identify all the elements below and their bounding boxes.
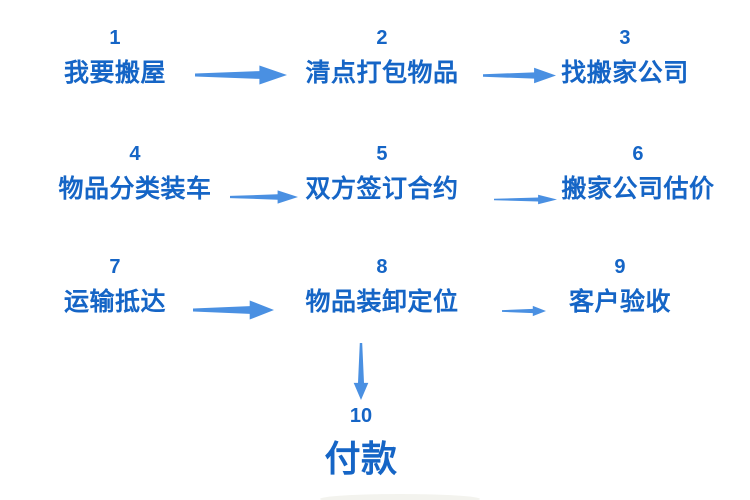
step-8-number: 8 bbox=[376, 256, 388, 278]
step-2-label: 清点打包物品 bbox=[305, 59, 459, 87]
step-8: 8 物品装卸定位 bbox=[305, 255, 458, 317]
step-9: 9 客户验收 bbox=[569, 255, 671, 317]
step-7-label: 运输抵达 bbox=[63, 288, 167, 316]
step-5: 5 双方签订合约 bbox=[305, 142, 458, 204]
step-6: 6 搬家公司估价 bbox=[561, 142, 714, 204]
arrow-step4-to-step5-icon bbox=[230, 190, 298, 204]
step-9-label: 客户验收 bbox=[568, 288, 672, 316]
arrow-step7-to-step8-icon bbox=[193, 300, 274, 320]
step-2: 2 清点打包物品 bbox=[305, 26, 458, 88]
arrow-step8-to-step10-icon bbox=[353, 343, 369, 400]
step-5-number: 5 bbox=[376, 143, 388, 165]
arrow-step5-to-step6-icon bbox=[494, 194, 557, 205]
step-4-label: 物品分类装车 bbox=[58, 175, 212, 203]
step-4: 4 物品分类装车 bbox=[58, 142, 211, 204]
arrow-step8-to-step9-icon bbox=[502, 305, 546, 317]
step-8-label: 物品装卸定位 bbox=[305, 288, 459, 316]
step-10-label: 付款 bbox=[324, 438, 398, 479]
step-4-number: 4 bbox=[129, 143, 141, 165]
step-9-number: 9 bbox=[614, 256, 626, 278]
step-1: 1 我要搬屋 bbox=[64, 26, 166, 88]
step-3-number: 3 bbox=[619, 27, 631, 49]
step-10: 10 付款 bbox=[324, 404, 397, 480]
step-7: 7 运输抵达 bbox=[64, 255, 166, 317]
step-6-label: 搬家公司估价 bbox=[561, 175, 715, 203]
step-1-label: 我要搬屋 bbox=[63, 59, 167, 87]
arrow-step1-to-step2-icon bbox=[195, 65, 287, 85]
step-2-number: 2 bbox=[376, 27, 388, 49]
step-6-number: 6 bbox=[632, 143, 644, 165]
arrow-step2-to-step3-icon bbox=[483, 67, 556, 84]
step-10-number: 10 bbox=[349, 405, 373, 427]
bottom-cutoff-artifact bbox=[320, 494, 480, 500]
step-3: 3 找搬家公司 bbox=[561, 26, 689, 88]
step-1-number: 1 bbox=[109, 27, 121, 49]
step-5-label: 双方签订合约 bbox=[305, 175, 459, 203]
step-3-label: 找搬家公司 bbox=[561, 59, 689, 87]
step-7-number: 7 bbox=[109, 256, 121, 278]
